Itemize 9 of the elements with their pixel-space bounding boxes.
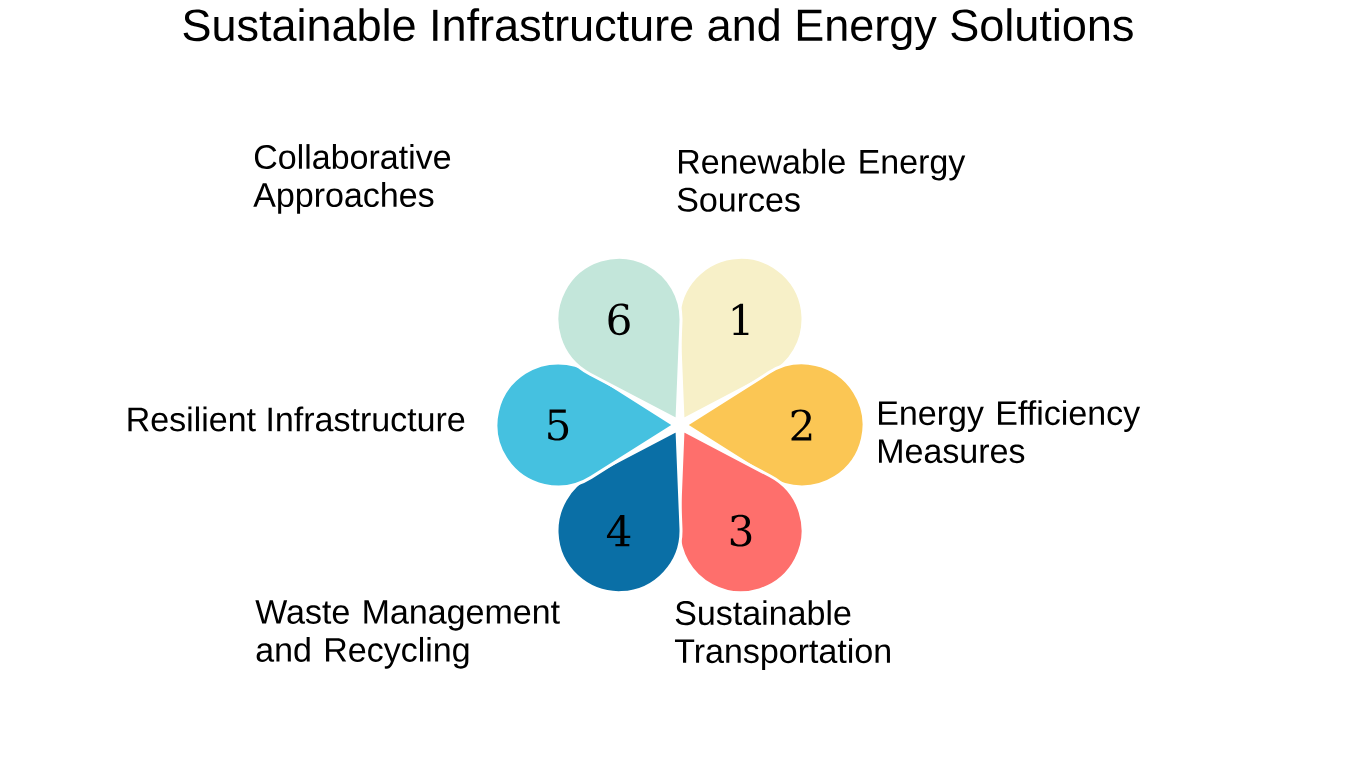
petal: 5 <box>494 361 676 489</box>
petal-caption: Waste Management and Recycling <box>255 600 560 669</box>
petal: 2 <box>684 361 866 489</box>
petal-caption: Sustainable Transportation <box>675 600 890 670</box>
petal-caption: Renewable Energy Sources <box>677 148 966 212</box>
title: Sustainable Infrastructure and Energy Solutions <box>183 8 1133 51</box>
petal-caption: Collaborative Approaches <box>253 144 451 214</box>
petal-caption: Energy Efficiency Measures <box>879 400 1141 464</box>
petal-caption: Resilient Infrastructure <box>128 406 465 432</box>
